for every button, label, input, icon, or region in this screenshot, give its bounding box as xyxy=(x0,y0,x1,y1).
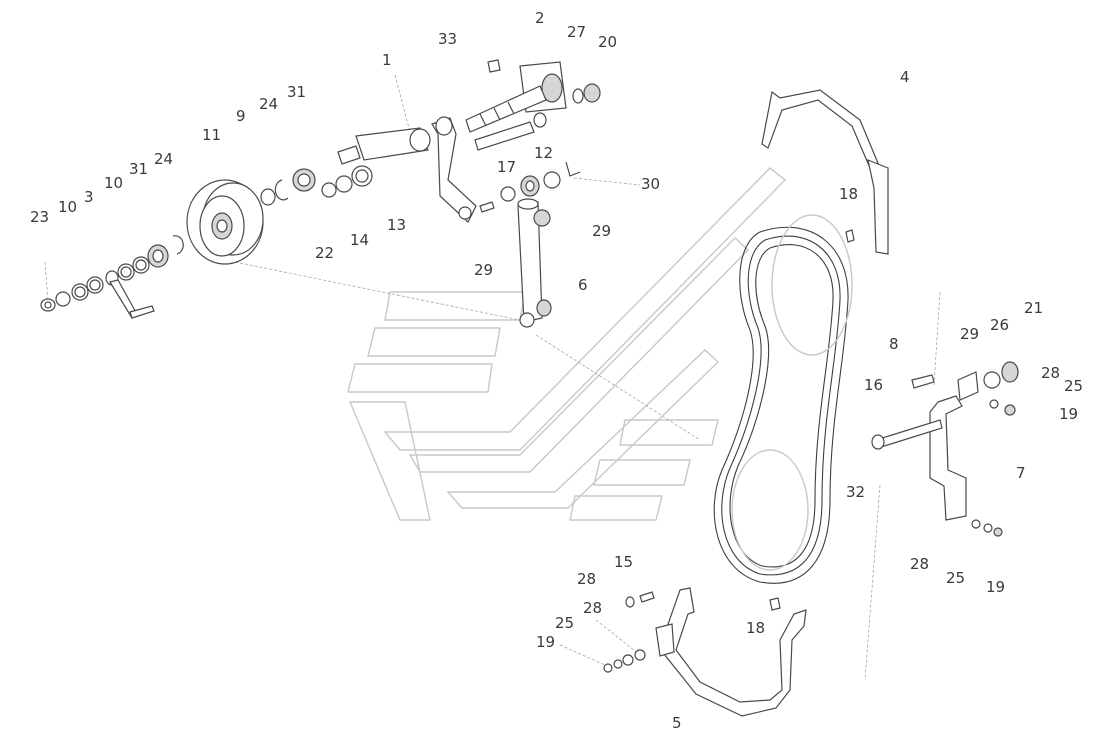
callout-15: 15 xyxy=(614,553,634,571)
callout-28-bottom-lower: 28 xyxy=(583,599,603,617)
callout-4: 4 xyxy=(900,68,910,86)
callout-24-left: 24 xyxy=(154,150,174,168)
callout-24-upper: 24 xyxy=(259,95,279,113)
callout-9: 9 xyxy=(236,107,246,125)
callout-14: 14 xyxy=(350,231,370,249)
callout-2: 2 xyxy=(535,9,545,27)
callout-26: 26 xyxy=(990,316,1010,334)
callout-3: 3 xyxy=(84,188,94,206)
callout-31-left: 31 xyxy=(129,160,149,178)
callout-30: 30 xyxy=(641,175,661,193)
callout-12: 12 xyxy=(534,144,554,162)
callout-17: 17 xyxy=(497,158,517,176)
callout-33: 33 xyxy=(438,30,458,48)
shaft-washer-group xyxy=(260,165,373,206)
callout-20: 20 xyxy=(598,33,618,51)
mounting-bracket xyxy=(871,361,1019,537)
callout-22: 22 xyxy=(315,244,335,262)
callout-5: 5 xyxy=(672,714,682,732)
tension-arm-shaft xyxy=(337,116,495,223)
pulley xyxy=(186,179,264,265)
callout-19-right-lower: 19 xyxy=(986,578,1006,596)
tension-tube xyxy=(517,198,552,328)
leader-lines xyxy=(44,74,941,681)
upper-belt-guard xyxy=(761,89,889,255)
callout-7: 7 xyxy=(1016,464,1026,482)
callout-13: 13 xyxy=(387,216,407,234)
callout-31-upper: 31 xyxy=(287,83,307,101)
callout-27: 27 xyxy=(567,23,587,41)
callout-25-right-lower: 25 xyxy=(946,569,966,587)
drive-belt xyxy=(713,214,853,584)
callout-21: 21 xyxy=(1024,299,1044,317)
callout-10-lower: 10 xyxy=(58,198,78,216)
callout-25-right-upper: 25 xyxy=(1064,377,1084,395)
callout-29-upper: 29 xyxy=(592,222,612,240)
callout-19-right-upper: 19 xyxy=(1059,405,1079,423)
callout-18-lower: 18 xyxy=(746,619,766,637)
callout-28-right-lower: 28 xyxy=(910,555,930,573)
callout-8: 8 xyxy=(889,335,899,353)
callout-25-bottom: 25 xyxy=(555,614,575,632)
callout-6: 6 xyxy=(578,276,588,294)
small-bolts xyxy=(625,229,855,611)
watermark-logo xyxy=(347,167,787,521)
callout-28-bottom-upper: 28 xyxy=(577,570,597,588)
pin-washers xyxy=(500,161,581,202)
callout-19-bottom: 19 xyxy=(536,633,556,651)
callout-1: 1 xyxy=(382,51,392,69)
lower-belt-guard xyxy=(603,587,807,717)
callout-29-right: 29 xyxy=(960,325,980,343)
callout-28-right-upper: 28 xyxy=(1041,364,1061,382)
callout-10-upper: 10 xyxy=(104,174,124,192)
left-washer-stack xyxy=(40,235,184,319)
callout-16: 16 xyxy=(864,376,884,394)
callout-23: 23 xyxy=(30,208,50,226)
axle-with-flange xyxy=(465,59,601,151)
callout-18-upper: 18 xyxy=(839,185,859,203)
callout-29-middle: 29 xyxy=(474,261,494,279)
callout-32: 32 xyxy=(846,483,866,501)
callout-11: 11 xyxy=(202,126,222,144)
